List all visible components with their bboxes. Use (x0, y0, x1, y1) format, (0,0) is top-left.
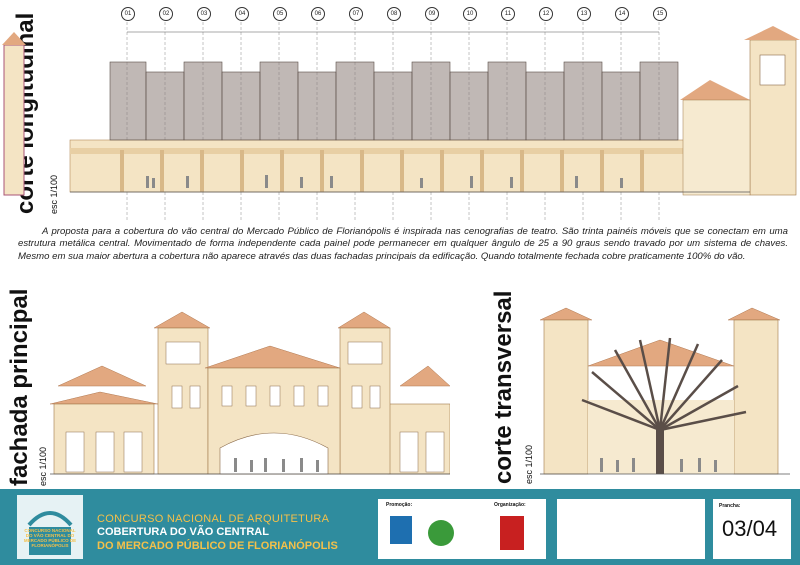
grid-label-01: 01 (121, 7, 135, 21)
grid-label-09: 09 (425, 7, 439, 21)
prancha-box (713, 499, 791, 559)
organizacao-label: Organização: (494, 502, 526, 508)
corte-transversal-scale: esc 1/100 (524, 444, 534, 484)
contest-logo (17, 495, 83, 559)
contest-logo-text: CONCURSO NACIONAL DO VÃO CENTRAL DO MERC… (23, 528, 77, 548)
grid-label-02: 02 (159, 7, 173, 21)
prancha-label: Prancha: (719, 503, 741, 509)
grid-label-03: 03 (197, 7, 211, 21)
fachada-principal-scale: esc 1/100 (38, 446, 48, 486)
blank-box (557, 499, 705, 559)
grid-label-06: 06 (311, 7, 325, 21)
fachada-principal-drawing (50, 311, 450, 475)
fachada-principal-label: fachada principal (6, 288, 33, 486)
footer-title-line1: CONCURSO NACIONAL DE ARQUITETURA (97, 513, 330, 525)
grid-label-04: 04 (235, 7, 249, 21)
grid-label-10: 10 (463, 7, 477, 21)
promocao-label: Promoção: (386, 502, 413, 508)
sheet-number: 03/04 (722, 516, 778, 541)
grid-label-13: 13 (577, 7, 591, 21)
grid-label-15: 15 (653, 7, 667, 21)
sponsor-logos (390, 516, 524, 550)
project-description: A proposta para a cobertura do vão centr… (18, 226, 788, 262)
grid-label-11: 11 (501, 7, 515, 21)
corte-longitudinal-drawing (2, 22, 800, 220)
grid-label-08: 08 (387, 7, 401, 21)
footer-title-line2: COBERTURA DO VÃO CENTRAL (97, 526, 269, 538)
corte-transversal-label: corte transversal (490, 290, 517, 484)
footer-title-line3: DO MERCADO PÚBLICO DE FLORIANÓPOLIS (97, 540, 338, 552)
grid-label-07: 07 (349, 7, 363, 21)
grid-label-05: 05 (273, 7, 287, 21)
corte-transversal-drawing (540, 307, 790, 475)
grid-label-14: 14 (615, 7, 629, 21)
grid-label-12: 12 (539, 7, 553, 21)
